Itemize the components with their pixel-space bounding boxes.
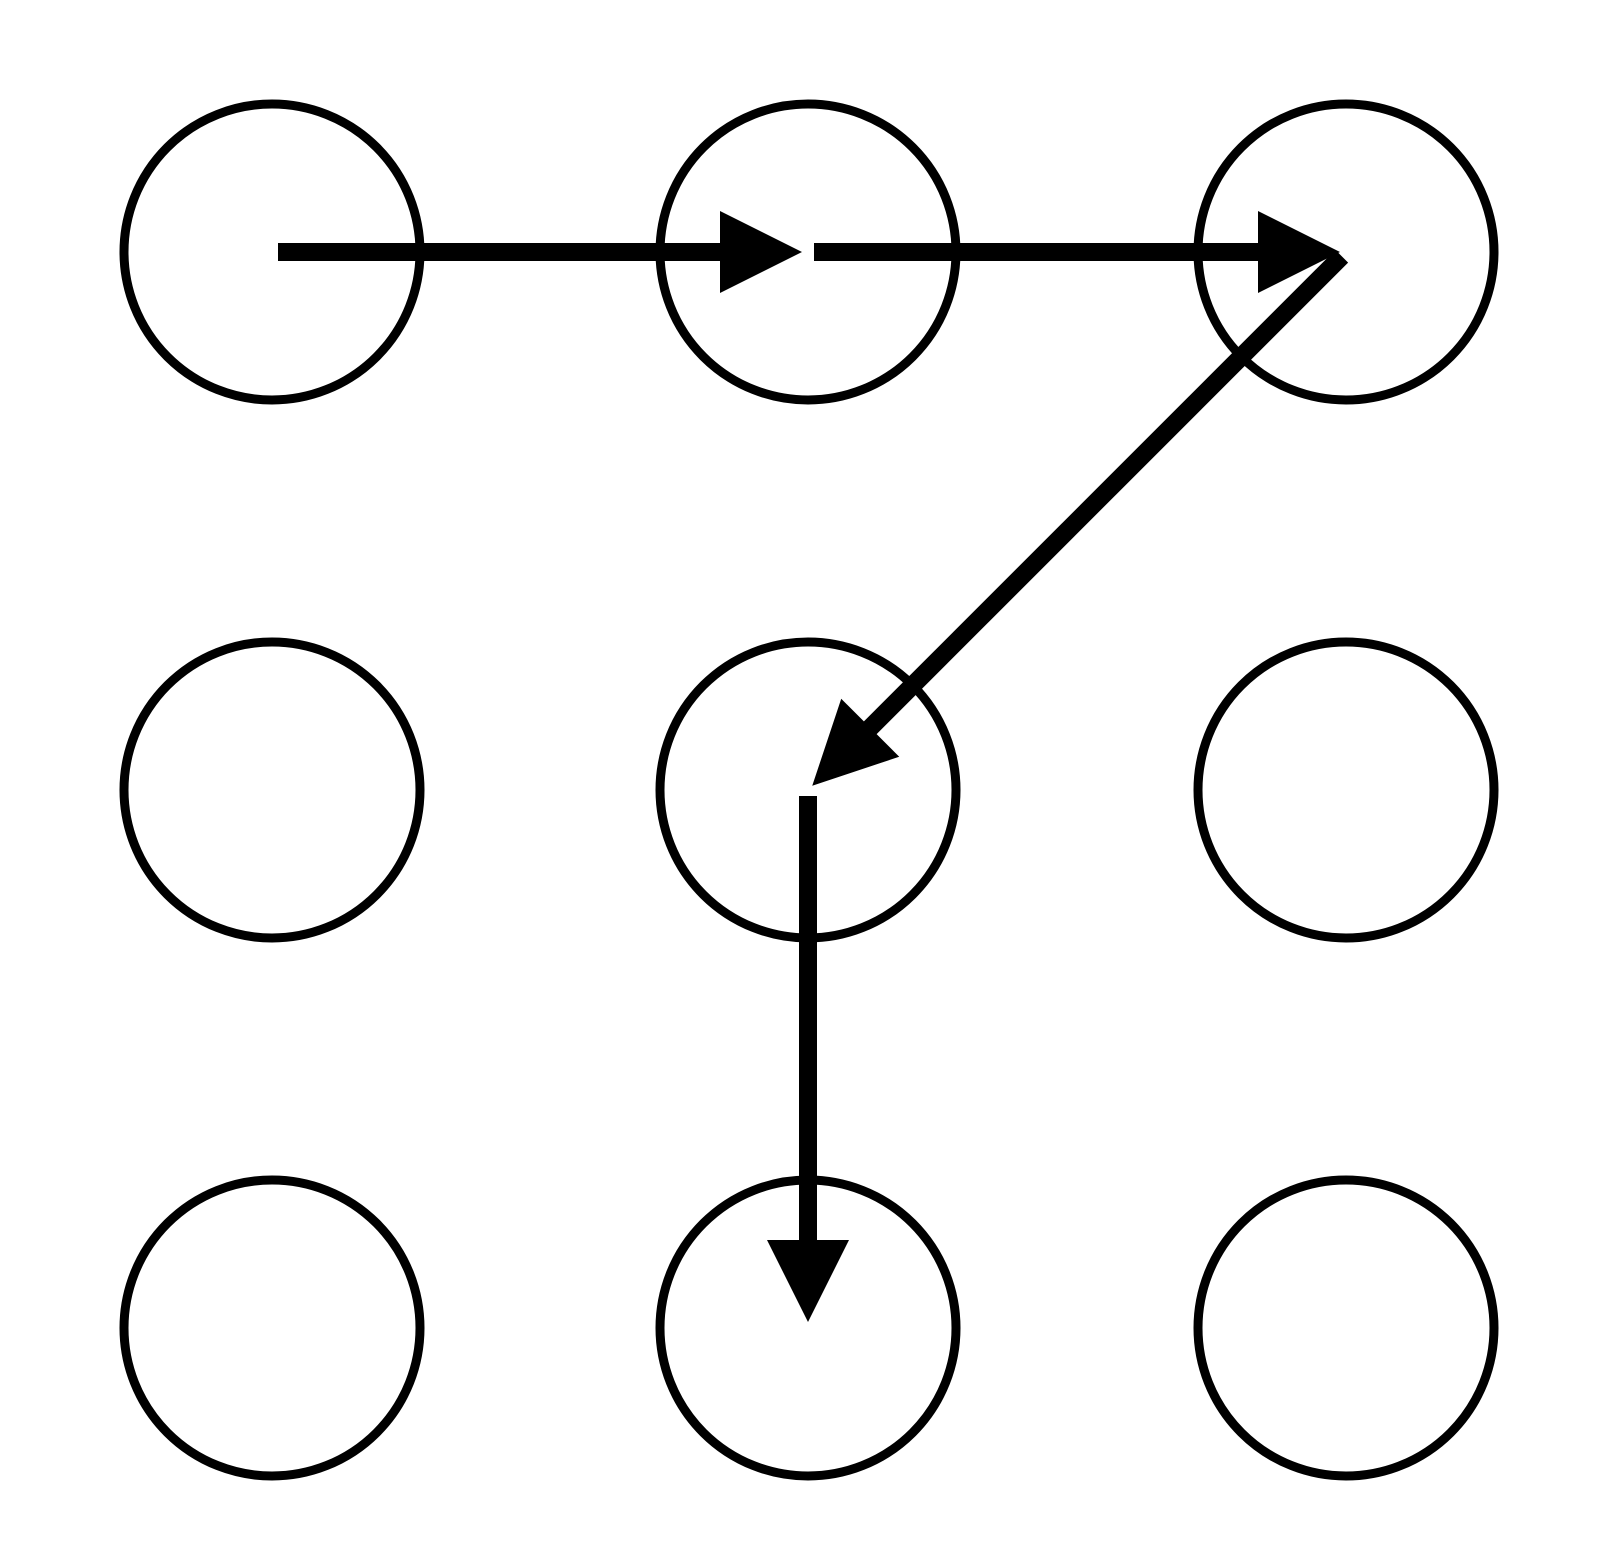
arrowhead-icon — [1258, 211, 1340, 293]
pattern-dot-r2-c1[interactable] — [119, 637, 425, 943]
pattern-dot-r3-c3[interactable] — [1193, 1175, 1499, 1481]
pattern-dot-r3-c1[interactable] — [119, 1175, 425, 1481]
arrowhead-icon — [767, 1240, 849, 1322]
arrowhead-icon — [720, 211, 802, 293]
pattern-path — [278, 211, 1349, 1322]
pattern-dot-r2-c3[interactable] — [1193, 637, 1499, 943]
arrowhead-icon — [812, 698, 900, 786]
pattern-segment-3 — [861, 249, 1349, 737]
